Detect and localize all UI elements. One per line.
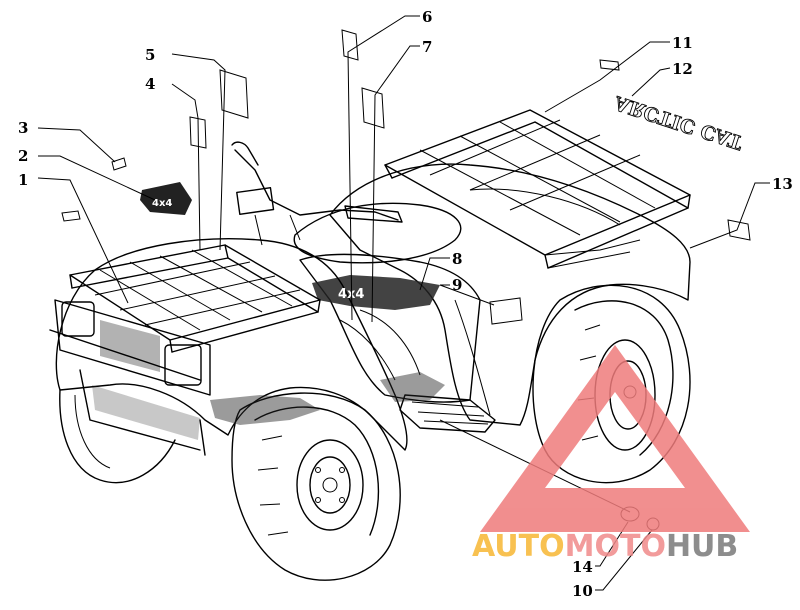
callout-11: 11	[672, 34, 693, 52]
front-wheel	[231, 392, 401, 581]
atv-illustration	[49, 109, 691, 581]
callout-6: 6	[422, 8, 432, 26]
svg-text:4x4: 4x4	[152, 198, 172, 209]
callout-9: 9	[452, 276, 462, 294]
decal-13	[727, 219, 751, 241]
callout-12: 12	[672, 60, 693, 78]
callout-2: 2	[18, 147, 28, 165]
far-front-wheel	[59, 389, 176, 484]
decal-6	[341, 29, 359, 61]
callout-5: 5	[145, 46, 155, 64]
watermark-triangle	[480, 345, 750, 532]
rear-rack	[384, 109, 691, 269]
front-rack	[69, 244, 321, 353]
callout-8: 8	[452, 250, 462, 268]
seat	[293, 202, 462, 264]
callout-1: 1	[18, 171, 28, 189]
decal-7	[361, 87, 385, 129]
watermark-hub: HUB	[666, 529, 738, 564]
callout-3: 3	[18, 119, 28, 137]
callout-4: 4	[145, 75, 155, 93]
decal-5	[219, 69, 249, 119]
callout-13: 13	[772, 175, 793, 193]
watermark-text: AUTOMOTOHUB	[472, 529, 738, 564]
rear-fender-lettering: ARCTIC CAT	[611, 91, 746, 153]
callout-10: 10	[572, 582, 593, 600]
side-panel	[299, 253, 481, 403]
decal-2: 4x4	[140, 182, 192, 215]
callout-7: 7	[422, 38, 432, 56]
watermark-moto: MOTO	[565, 529, 666, 564]
watermark: AUTOMOTOHUB	[472, 345, 750, 564]
watermark-auto: AUTO	[472, 529, 565, 564]
front-bumper	[49, 299, 211, 456]
decal-9	[489, 297, 523, 325]
decal-3	[111, 157, 127, 171]
callout-14: 14	[572, 558, 593, 576]
decal-12: ARCTIC CAT	[611, 91, 747, 154]
handlebars	[231, 141, 403, 246]
undercarriage	[210, 372, 445, 425]
decal-1	[61, 210, 81, 222]
decal-11	[599, 59, 620, 71]
callouts: 1 2 3 4 5 6 7 8 9 10 11 12 13 14	[18, 8, 793, 600]
